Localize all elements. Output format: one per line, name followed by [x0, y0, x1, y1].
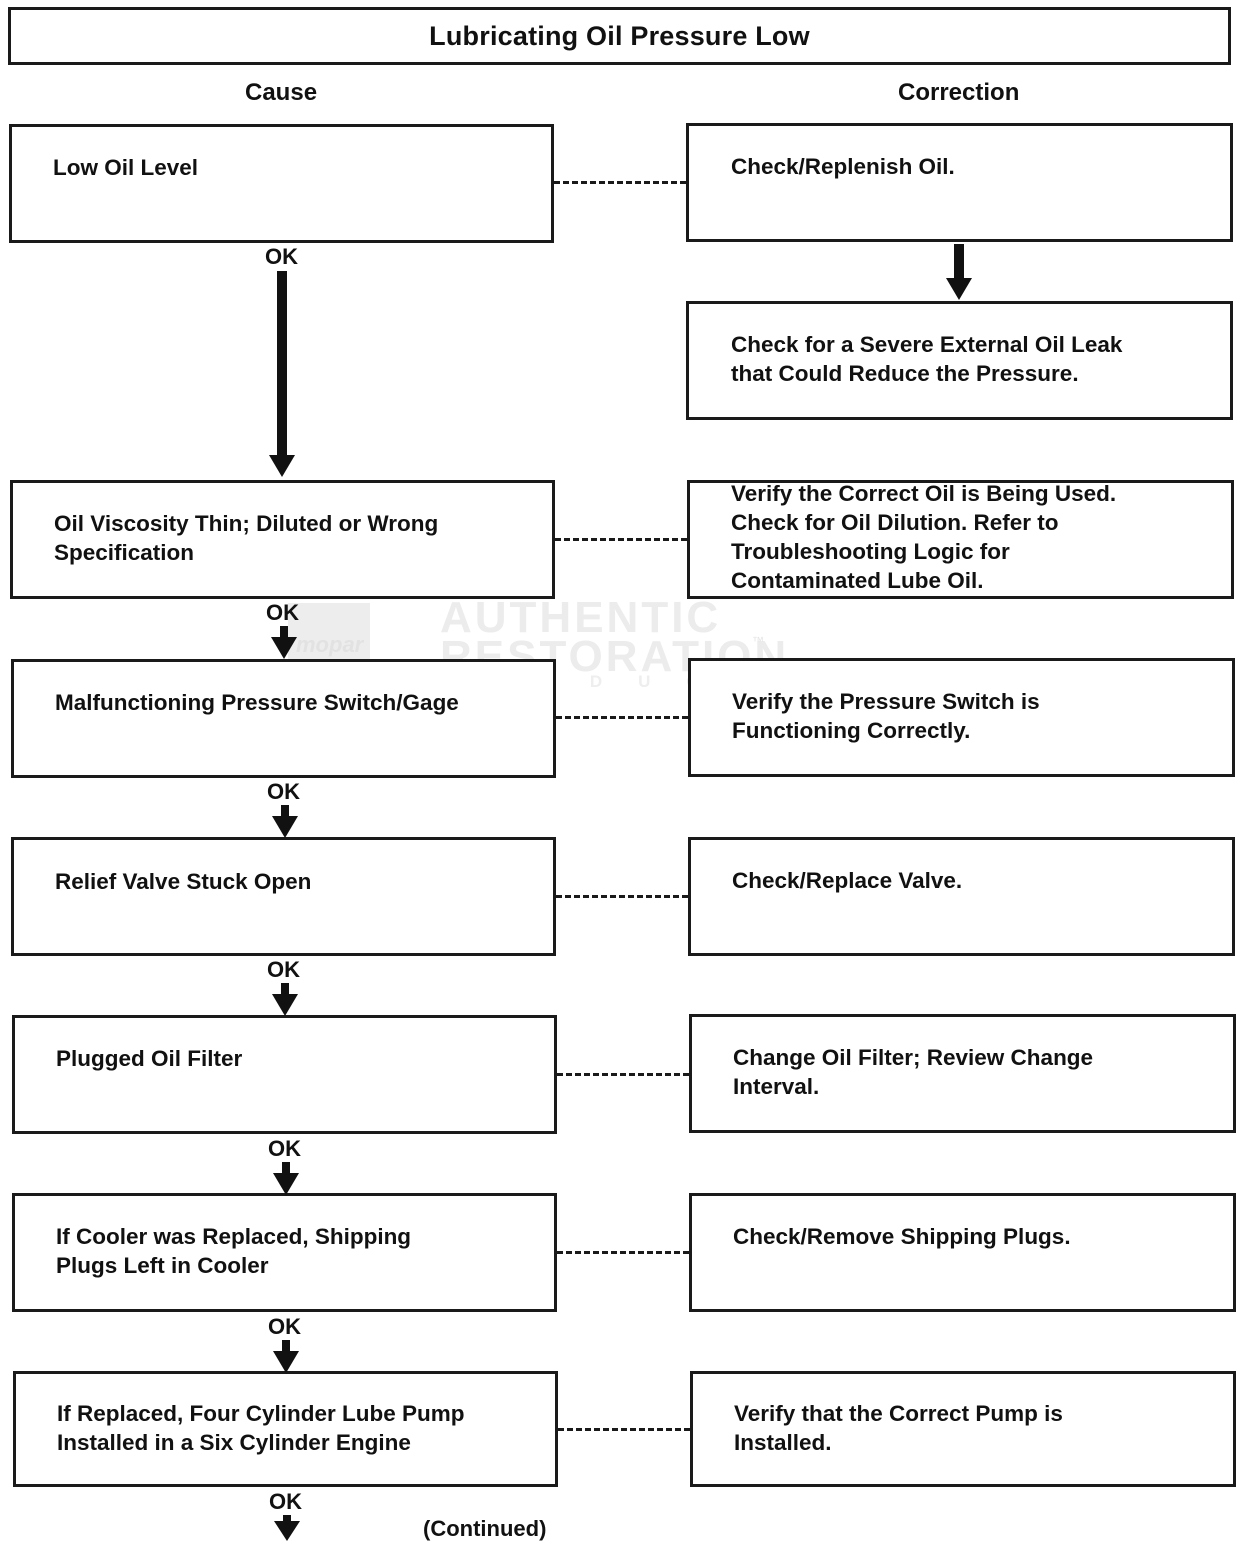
cause-box-2: [10, 480, 555, 599]
ok-arrow-shaft-6: [282, 1340, 290, 1352]
correction-text-3: Verify the Correct Oil is Being Used. Ch…: [731, 481, 1117, 593]
cause-header: Cause: [245, 79, 318, 106]
ok-arrow-head-2: [271, 637, 297, 659]
ok-arrow-head-7: [274, 1521, 300, 1541]
connector-dashed-7: [558, 1428, 690, 1431]
correction-box-2: [686, 301, 1233, 420]
cause-box-4: [11, 837, 556, 956]
watermark-tm: ™: [752, 634, 764, 648]
ok-arrow-shaft-3: [281, 805, 289, 817]
correction-text-5: Check/Replace Valve.: [732, 868, 963, 893]
ok-label-7: OK: [269, 1489, 302, 1514]
cause-box-3: [11, 659, 556, 778]
chart-title: Lubricating Oil Pressure Low: [429, 20, 810, 51]
ok-label-2: OK: [266, 600, 299, 625]
mopar-logo: [288, 603, 370, 663]
correction-box-7: [689, 1193, 1236, 1312]
connector-dashed-1: [554, 181, 686, 184]
cause-box-5: [12, 1015, 557, 1134]
correction-box-1: [686, 123, 1233, 242]
ok-label-4: OK: [267, 957, 300, 982]
correction-text-4: Verify the Pressure Switch is Functionin…: [732, 689, 1040, 743]
cause-text-5: Plugged Oil Filter: [56, 1046, 243, 1071]
correction-box-3: [687, 480, 1234, 599]
correction-text-2: Check for a Severe External Oil Leak tha…: [731, 332, 1123, 386]
correction-box-4: [688, 658, 1235, 777]
ok-arrow-shaft-1: [277, 271, 287, 457]
continued-label: (Continued): [423, 1516, 547, 1541]
correction-arrow-head: [946, 278, 972, 300]
connector-dashed-2: [555, 538, 687, 541]
ok-label-1: OK: [265, 244, 298, 269]
watermark-brand: mopar: [296, 632, 364, 657]
correction-box-6: [689, 1014, 1236, 1133]
correction-text-6: Change Oil Filter; Review Change Interva…: [733, 1045, 1094, 1099]
cause-text-1: Low Oil Level: [53, 155, 199, 180]
correction-arrow-shaft: [954, 244, 964, 280]
ok-arrow-shaft-2: [280, 626, 288, 638]
correction-text-8: Verify that the Correct Pump is Installe…: [734, 1401, 1063, 1455]
correction-box-8: [690, 1371, 1236, 1487]
cause-text-7: If Replaced, Four Cylinder Lube Pump Ins…: [57, 1401, 465, 1455]
ok-arrow-head-4: [272, 994, 298, 1016]
title-box: Lubricating Oil Pressure Low: [8, 7, 1231, 65]
connector-dashed-3: [556, 716, 688, 719]
ok-arrow-shaft-7: [283, 1515, 291, 1525]
ok-arrow-shaft-4: [281, 983, 289, 995]
cause-text-3: Malfunctioning Pressure Switch/Gage: [55, 690, 459, 715]
correction-text-1: Check/Replenish Oil.: [731, 154, 955, 179]
ok-label-6: OK: [268, 1314, 301, 1339]
cause-text-4: Relief Valve Stuck Open: [55, 869, 312, 894]
cause-box-1: [9, 124, 554, 243]
ok-label-3: OK: [267, 779, 300, 804]
ok-arrow-head-5: [273, 1173, 299, 1195]
cause-text-2: Oil Viscosity Thin; Diluted or Wrong Spe…: [54, 511, 439, 565]
ok-arrow-shaft-5: [282, 1162, 290, 1174]
cause-box-7: [13, 1371, 558, 1487]
cause-text-6: If Cooler was Replaced, Shipping Plugs L…: [56, 1224, 412, 1278]
ok-arrow-head-3: [272, 816, 298, 838]
connector-dashed-4: [556, 895, 688, 898]
ok-arrow-head-6: [273, 1351, 299, 1373]
correction-box-5: [688, 837, 1235, 956]
connector-dashed-5: [557, 1073, 689, 1076]
connector-dashed-6: [557, 1251, 689, 1254]
ok-label-5: OK: [268, 1136, 301, 1161]
correction-text-7: Check/Remove Shipping Plugs.: [733, 1224, 1071, 1249]
watermark-line1: AUTHENTIC: [440, 593, 722, 642]
correction-header: Correction: [898, 79, 1020, 106]
ok-arrow-head-1: [269, 455, 295, 477]
